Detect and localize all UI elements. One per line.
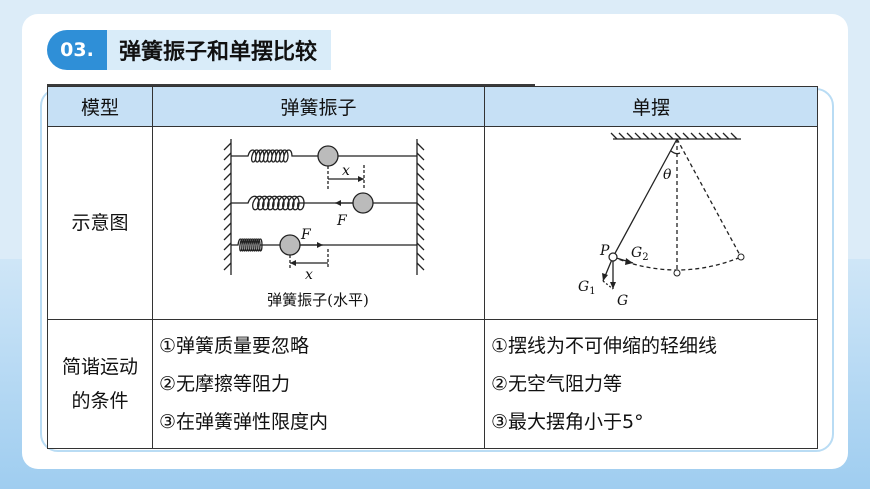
pendulum-p-label: P [599,243,610,259]
spring-diagram-cell: x F F x 弹簧振子(水平) [152,126,485,320]
diagram-row-label: 示意图 [47,126,153,320]
section-number: 03. [47,30,107,70]
spring-x-label-top: x [342,163,350,179]
spring-force-label-mid: F [336,213,348,229]
spring-force-label-bottom: F [300,227,312,243]
section-title: 弹簧振子和单摆比较 [107,30,332,70]
conditions-row-label: 简谐运动 的条件 [47,319,153,449]
spring-conditions-cell: ①弹簧质量要忽略 ②无摩擦等阻力 ③在弹簧弹性限度内 [152,319,485,449]
header-spring: 弹簧振子 [152,86,485,127]
spring-condition-2: ②无摩擦等阻力 [159,373,291,395]
pendulum-diagram: θ P G2 G1 G [578,132,745,309]
spring-x-label-bottom: x [305,267,313,283]
spring-caption: 弹簧振子(水平) [267,291,369,309]
pendulum-diagram-cell: θ P G2 G1 G [484,126,818,320]
pendulum-theta-label: θ [663,167,672,183]
conditions-row: 简谐运动 的条件 ①弹簧质量要忽略 ②无摩擦等阻力 ③在弹簧弹性限度内 ①摆线为… [47,319,818,449]
conditions-label-line-1: 简谐运动 [61,356,138,378]
header-model: 模型 [47,86,153,127]
comparison-table: 模型 弹簧振子 单摆 示意图 [47,86,818,449]
spring-condition-1: ①弹簧质量要忽略 [159,335,310,357]
header-rule [47,84,535,86]
section-header: 03. 弹簧振子和单摆比较 [47,30,332,70]
spring-oscillator-diagram: x F F x 弹簧振子(水平) [223,139,425,309]
table-header-row: 模型 弹簧振子 单摆 [47,86,818,127]
conditions-label-line-2: 的条件 [71,390,129,412]
pendulum-condition-2: ②无空气阻力等 [491,373,623,395]
pendulum-condition-1: ①摆线为不可伸缩的轻细线 [491,335,718,357]
diagram-row: 示意图 [47,126,818,320]
pendulum-g1-label: G1 [578,279,596,297]
pendulum-conditions-cell: ①摆线为不可伸缩的轻细线 ②无空气阻力等 ③最大摆角小于5° [484,319,818,449]
pendulum-g2-label: G2 [631,245,649,263]
pendulum-g-label: G [617,293,628,309]
pendulum-condition-3: ③最大摆角小于5° [491,411,644,433]
spring-condition-3: ③在弹簧弹性限度内 [159,411,329,433]
header-pendulum: 单摆 [484,86,818,127]
